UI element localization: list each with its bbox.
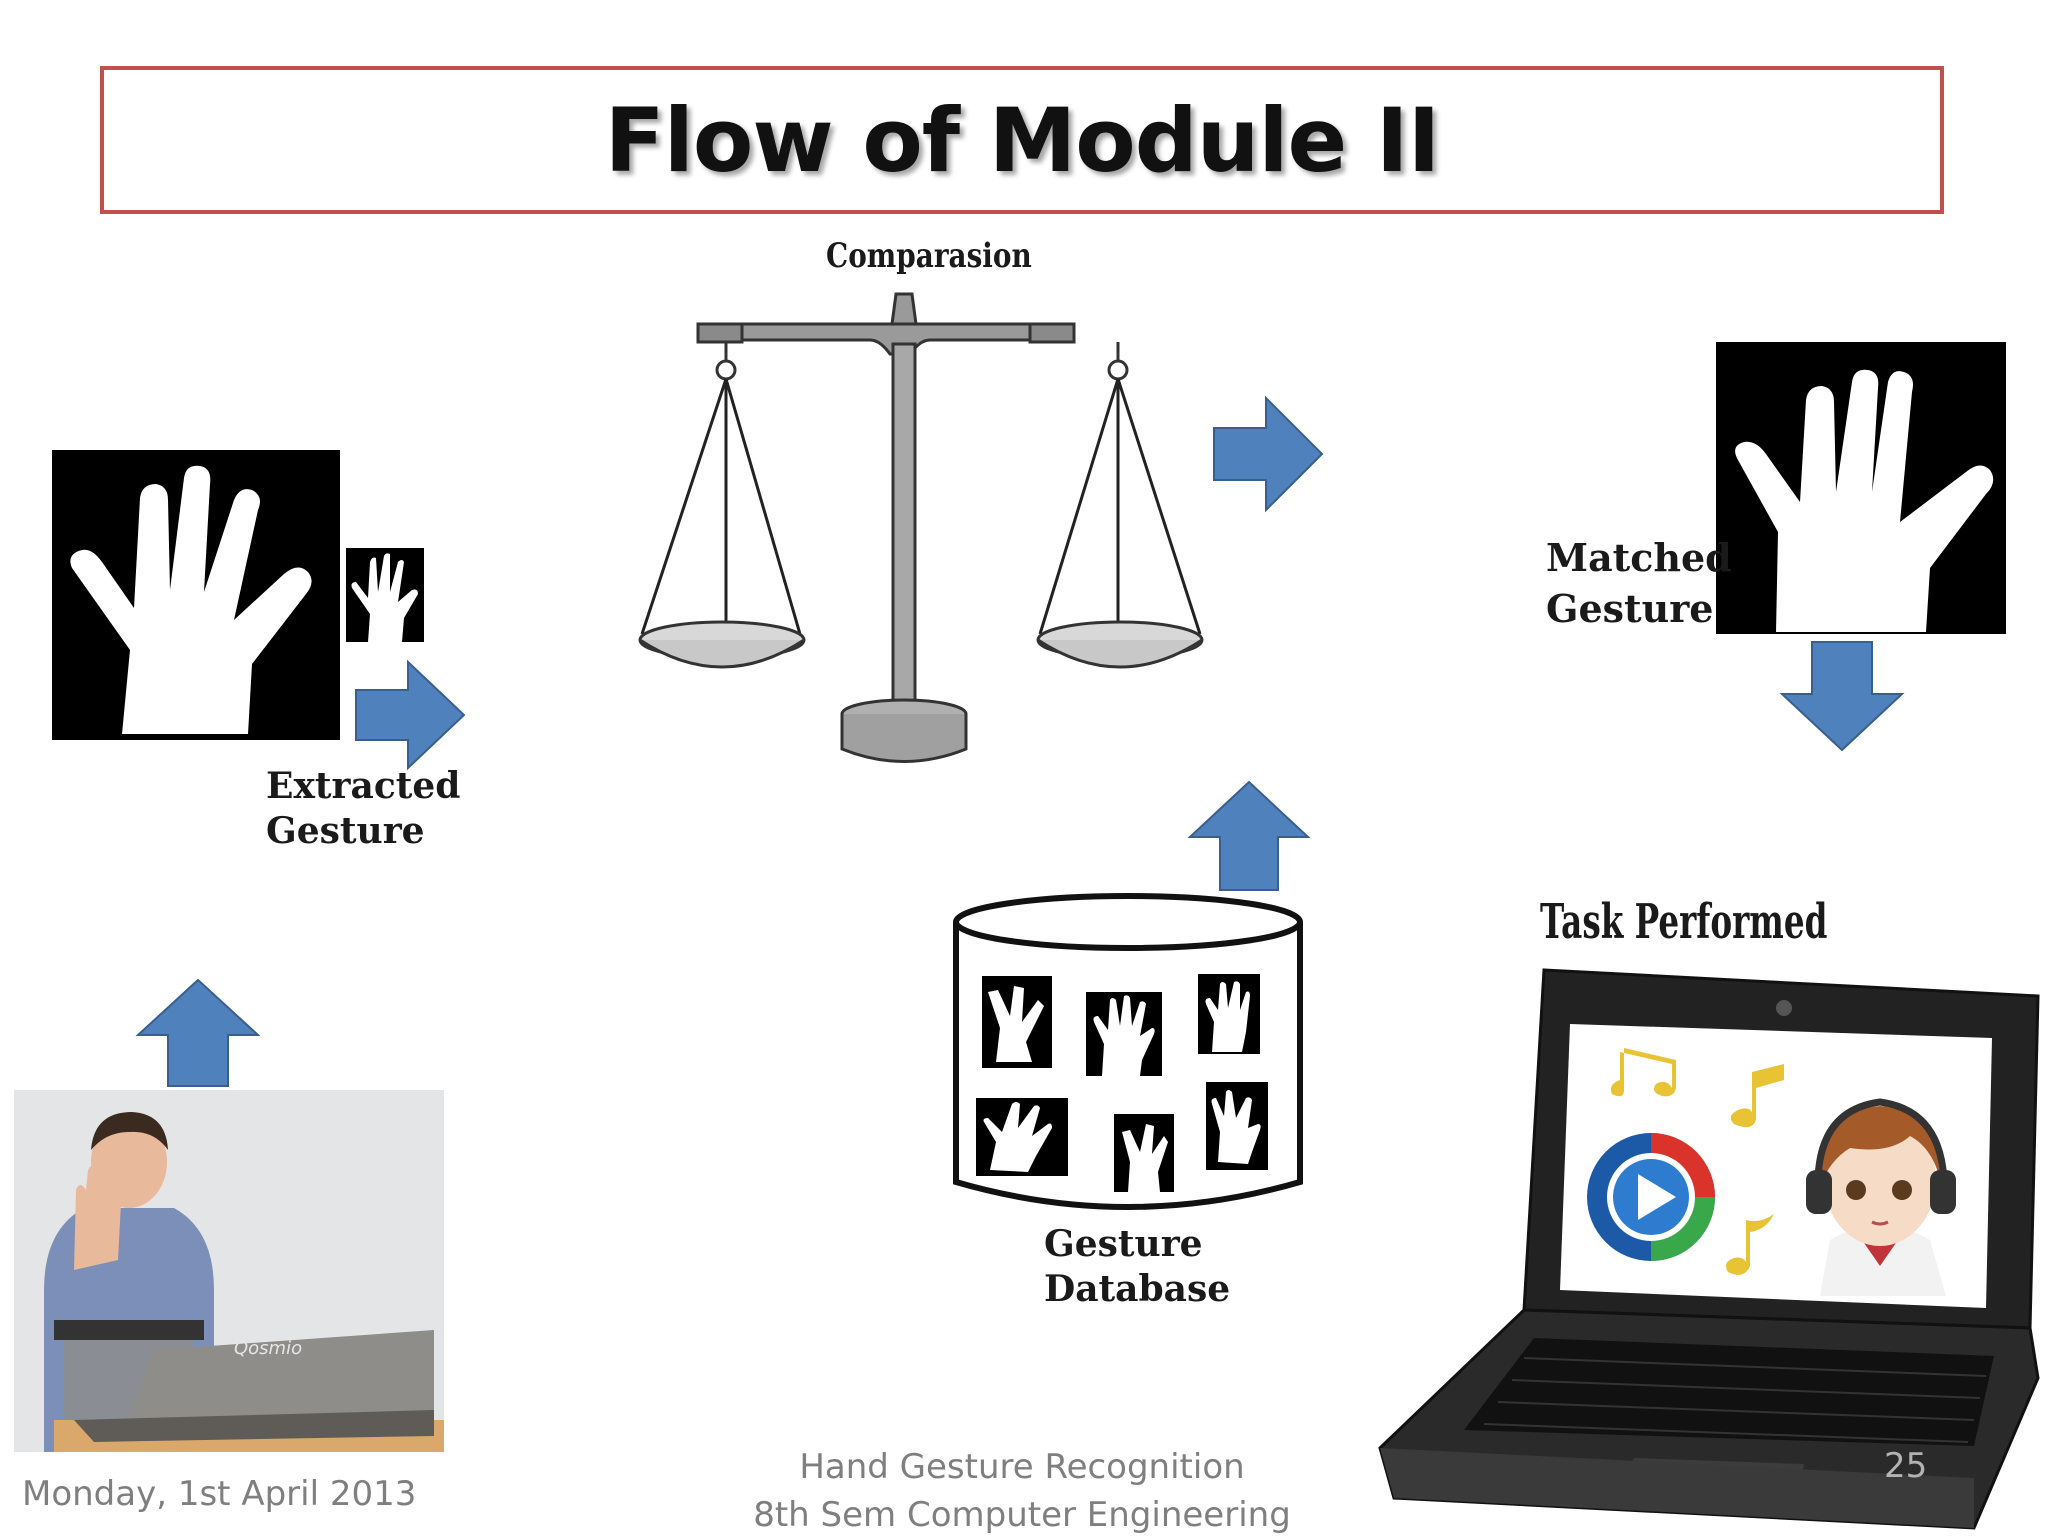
- extracted-gesture-large-image: [52, 450, 340, 740]
- up-arrow-photo: [135, 978, 261, 1087]
- database-cylinder-icon: [953, 893, 1303, 1210]
- matched-label-line2: Gesture: [1546, 586, 1714, 632]
- slide-title: Flow of Module II: [604, 88, 1441, 192]
- database-label-line1: Gesture: [1044, 1223, 1203, 1265]
- task-performed-label: Task Performed: [1540, 894, 1828, 950]
- gesture-database-label: Gesture Database: [1044, 1222, 1230, 1312]
- right-arrow-extracted: [355, 659, 466, 771]
- extracted-gesture-small-image: [346, 548, 424, 642]
- up-arrow-database: [1187, 780, 1311, 891]
- footer-page-number: 25: [1884, 1446, 1928, 1486]
- music-note-icon: [1726, 1214, 1774, 1275]
- down-arrow-matched: [1779, 641, 1905, 752]
- database-label-line2: Database: [1044, 1268, 1231, 1310]
- media-player-icon: [1587, 1133, 1715, 1261]
- matched-label-line1: Matched: [1546, 535, 1732, 580]
- anime-girl-headphones-image: [1806, 1098, 1956, 1296]
- music-note-icon: [1730, 1064, 1784, 1128]
- right-arrow-comparasion: [1213, 395, 1324, 513]
- slide-title-box: Flow of Module II: [100, 66, 1944, 214]
- presenter-photo: Qosmio: [14, 1090, 444, 1452]
- matched-gesture-label: Matched Gesture: [1546, 532, 1732, 635]
- comparasion-label: Comparasion: [826, 236, 1032, 276]
- footer-project: Hand Gesture Recognition 8th Sem Compute…: [732, 1444, 1312, 1539]
- footer-date: Monday, 1st April 2013: [22, 1474, 417, 1514]
- footer-project-line2: 8th Sem Computer Engineering: [753, 1494, 1291, 1535]
- balance-scale-icon: [638, 292, 1204, 763]
- matched-gesture-image: [1716, 342, 2006, 634]
- music-note-icon: [1611, 1048, 1676, 1097]
- extracted-label-line2: Gesture: [266, 810, 425, 852]
- extracted-label-line1: Extracted: [266, 765, 461, 807]
- footer-project-line1: Hand Gesture Recognition: [799, 1447, 1245, 1487]
- laptop-brand-text: Qosmio: [234, 1338, 302, 1359]
- extracted-gesture-label: Extracted Gesture: [266, 764, 460, 854]
